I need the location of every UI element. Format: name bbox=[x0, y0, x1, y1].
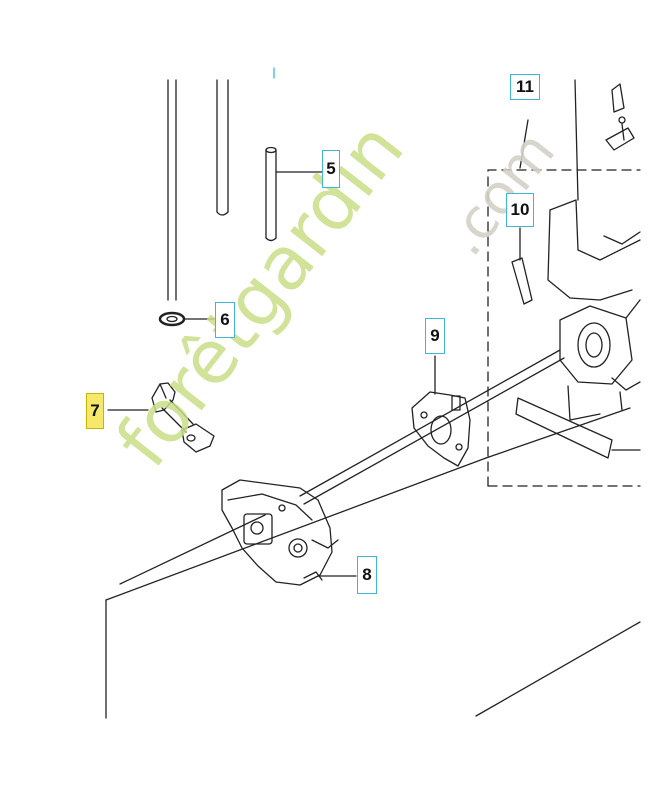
part-6-washer bbox=[158, 311, 215, 327]
part-11-linkage bbox=[519, 79, 635, 201]
part-9-gasket bbox=[411, 355, 471, 467]
heat-shield-strip bbox=[515, 397, 641, 459]
callout-10: 10 bbox=[506, 193, 534, 227]
callout-9: 9 bbox=[425, 318, 445, 354]
part-7-knob bbox=[107, 382, 215, 453]
engine-region-dashed bbox=[487, 169, 641, 487]
callout-6: 6 bbox=[215, 302, 235, 338]
callout-5: 5 bbox=[322, 150, 340, 188]
long-rods bbox=[167, 67, 275, 301]
callout-11: 11 bbox=[510, 74, 540, 100]
airbox-housing bbox=[547, 199, 641, 421]
part-5-pin bbox=[265, 146, 323, 242]
callout-7: 7 bbox=[86, 393, 104, 429]
baseplate-outline bbox=[105, 407, 641, 719]
part-8-carburetor bbox=[221, 479, 357, 586]
part-10-block bbox=[511, 227, 533, 305]
callout-8: 8 bbox=[357, 556, 377, 594]
assembly-axis bbox=[119, 349, 565, 585]
